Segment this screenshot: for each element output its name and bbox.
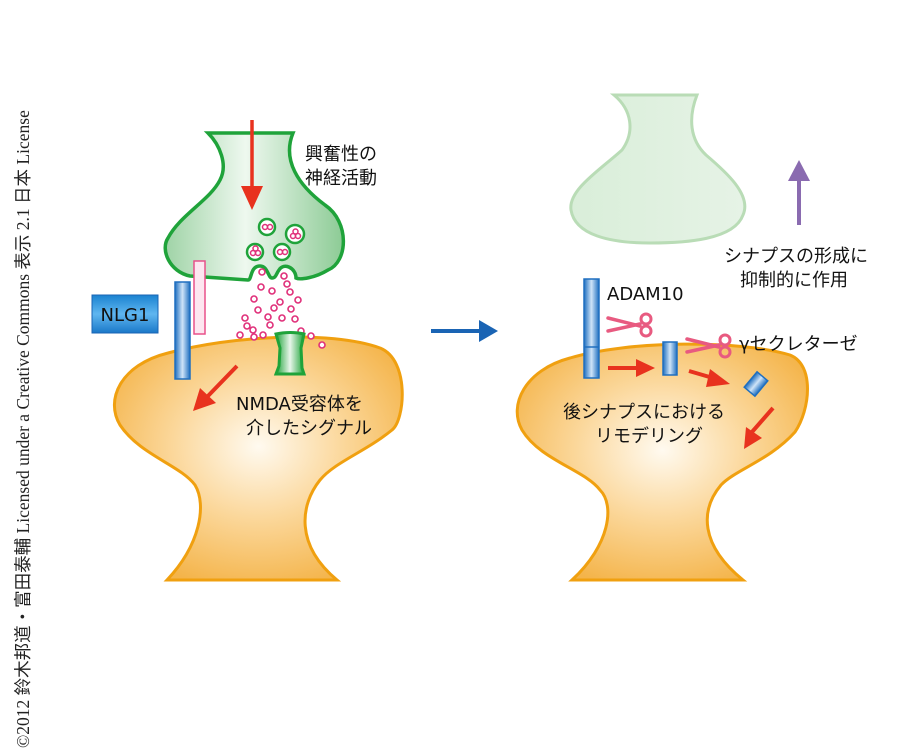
inhibition-arrow (788, 160, 810, 225)
neurotransmitter-dot (280, 272, 288, 280)
neurotransmitter-dot (243, 322, 251, 330)
nlg1-label: NLG1 (101, 305, 150, 326)
neurotransmitter-dot (276, 298, 284, 306)
nlg1-full-bar (583, 278, 600, 379)
inhibit-label-line1: シナプスの形成に (724, 246, 868, 267)
neurotransmitter-dot (307, 332, 315, 340)
neurotransmitter-dot (249, 326, 257, 334)
remodel-label-line2: リモデリング (595, 426, 703, 447)
neurotransmitter-dot (287, 305, 295, 313)
neurotransmitter-dot (250, 333, 258, 341)
neurotransmitter-dot (268, 287, 276, 295)
nlg1-bar (174, 281, 191, 380)
postsynaptic-terminal-right (515, 342, 809, 582)
excitatory-label-line2: 神経活動 (305, 168, 377, 189)
icd-fragment (743, 370, 769, 398)
neurotransmitter-dot (278, 314, 286, 322)
neurotransmitter-dot (236, 331, 244, 339)
nmda-label-line2: 介したシグナル (246, 418, 372, 439)
processing-arrow-1 (608, 359, 655, 377)
nlg1-label-box (91, 294, 159, 334)
processing-arrow-3 (744, 406, 775, 449)
adam10-scissors-icon (606, 312, 653, 338)
vesicle-contents (249, 223, 302, 257)
neurotransmitter-dot (318, 341, 326, 349)
nmda-label-line1: NMDA受容体を (236, 394, 363, 415)
nmda-signal-arrow (193, 364, 239, 411)
inhibit-label-line2: 抑制的に作用 (740, 270, 848, 291)
neurotransmitter-dot (254, 306, 262, 314)
ctf-bar (662, 341, 678, 376)
neurotransmitter-dot (270, 304, 278, 312)
neurotransmitter-dot (250, 295, 258, 303)
neurexin-bar (193, 260, 206, 335)
remodel-label-line1: 後シナプスにおける (563, 402, 725, 423)
transition-arrow (431, 320, 498, 342)
presynaptic-terminal-right-faded (569, 93, 747, 245)
neurotransmitter-dot (257, 283, 265, 291)
excitatory-label-line1: 興奮性の (305, 144, 377, 165)
nmda-receptor (273, 331, 307, 376)
gamma-secretase-scissors-icon (685, 333, 732, 359)
excitatory-arrow (241, 120, 263, 210)
neurotransmitter-dot (259, 331, 267, 339)
adam10-label: ADAM10 (607, 284, 684, 305)
neurotransmitter-dot (294, 296, 302, 304)
left-panel: NLG1 興奮性の 神経活動 NMDA受容体を 介したシグナル (91, 120, 404, 582)
right-panel: シナプスの形成に 抑制的に作用 ADAM10 γセクレターゼ (515, 93, 868, 582)
gamma-secretase-label: γセクレターゼ (739, 334, 858, 355)
neurotransmitter-dot (283, 280, 291, 288)
neurotransmitter-dot (266, 321, 274, 329)
neurotransmitter-dot (258, 268, 266, 276)
neurotransmitter-dots (236, 268, 326, 349)
neurotransmitter-dot (291, 315, 299, 323)
neurotransmitter-dot (264, 313, 272, 321)
neurotransmitter-dot (241, 314, 249, 322)
neurotransmitter-dot (286, 288, 294, 296)
processing-arrow-2 (688, 369, 730, 387)
postsynaptic-terminal-left (112, 335, 404, 582)
